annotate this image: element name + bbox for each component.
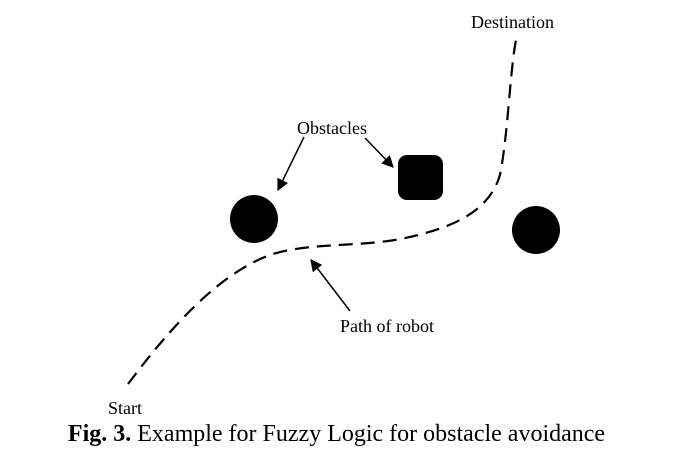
figure-label: Fig. 3. (67, 421, 132, 447)
obstacle-arrow-left (277, 136, 305, 192)
obstacles-label: Obstacles (297, 118, 367, 138)
figure-caption: Fig. 3. Example for Fuzzy Logic for obst… (0, 418, 673, 450)
obstacle-circle-right (512, 206, 560, 254)
start-label: Start (108, 398, 142, 418)
obstacle-arrow-right (364, 137, 394, 168)
obstacle-circle-left (230, 195, 278, 243)
destination-label: Destination (471, 12, 554, 32)
robot-path (127, 39, 518, 385)
obstacle-square (398, 155, 443, 200)
figure-caption-text: Example for Fuzzy Logic for obstacle avo… (137, 421, 606, 447)
path-arrow (310, 259, 351, 312)
path-label: Path of robot (340, 316, 434, 336)
